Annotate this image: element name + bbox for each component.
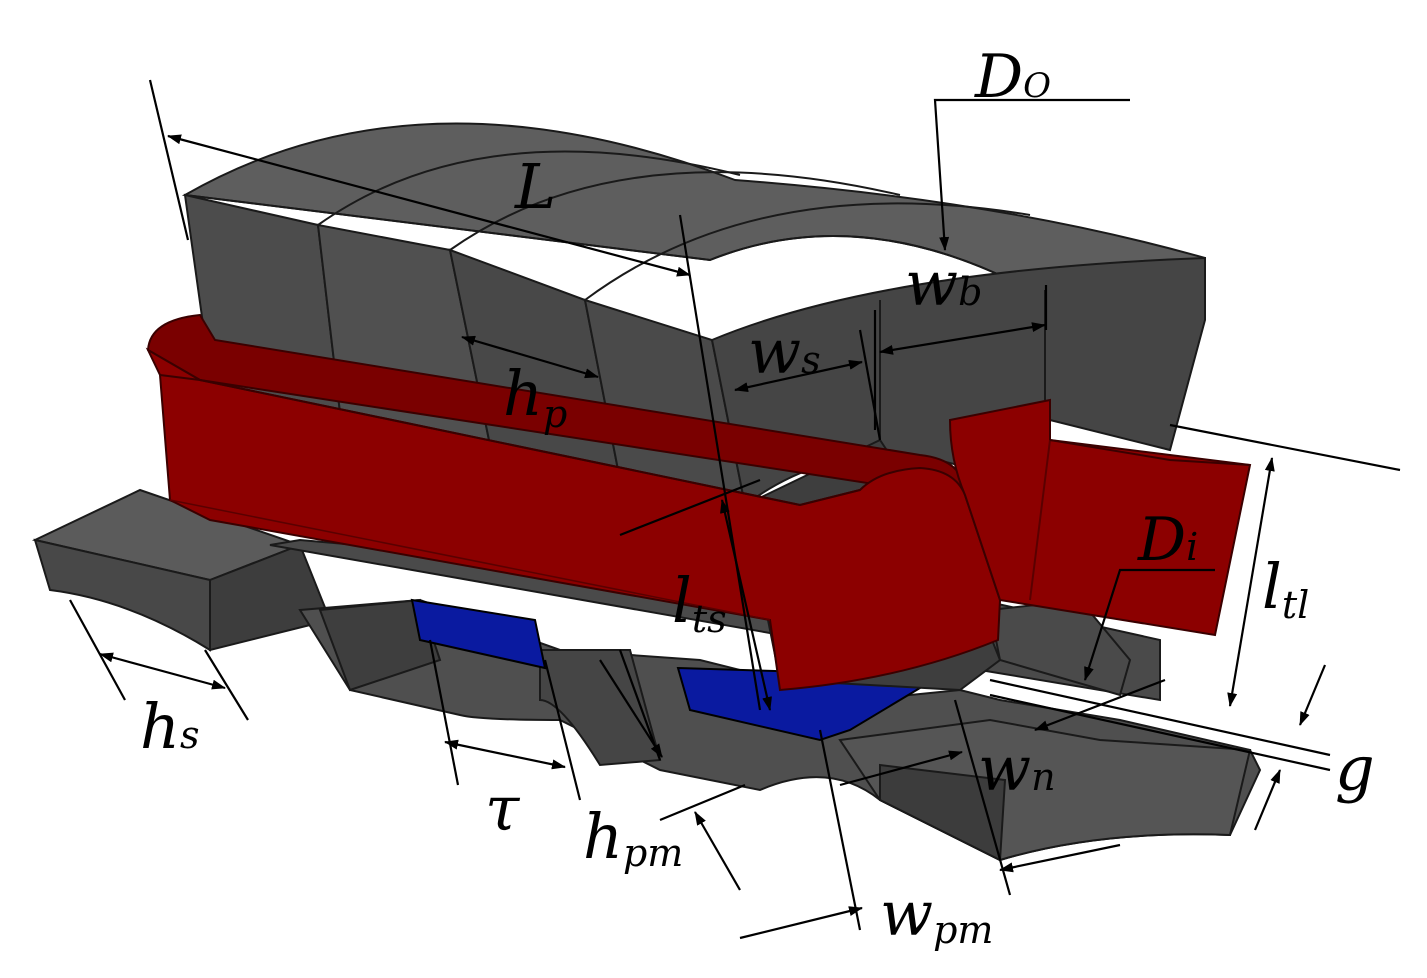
permanent-magnet-left [410,598,547,670]
rotor-tooth-left-side [33,538,211,652]
label-wn: wn [978,732,1056,805]
label-L: L [514,150,556,223]
label-wpm: wpm [880,877,993,952]
label-Do: DO [974,42,1051,112]
label-Di: Di [1137,505,1198,575]
coil-end-turn [948,398,1252,637]
label-hp: hp [503,357,567,436]
dimension-lines [69,79,1401,940]
coil [145,313,1252,692]
label-ws: ws [748,315,821,388]
rotor-tooth-mid [318,598,442,692]
label-g: g [1335,732,1375,805]
label-ltl: ltl [1262,550,1309,627]
labels: L DO wb ws hp Di lts ltl g hs τ hpm [140,42,1375,952]
label-lts: lts [672,564,727,641]
label-wb: wb [905,247,982,320]
rotor [31,488,1262,862]
label-tau: τ [485,772,521,845]
label-hs: hs [140,690,199,763]
label-hpm: hpm [583,800,683,875]
